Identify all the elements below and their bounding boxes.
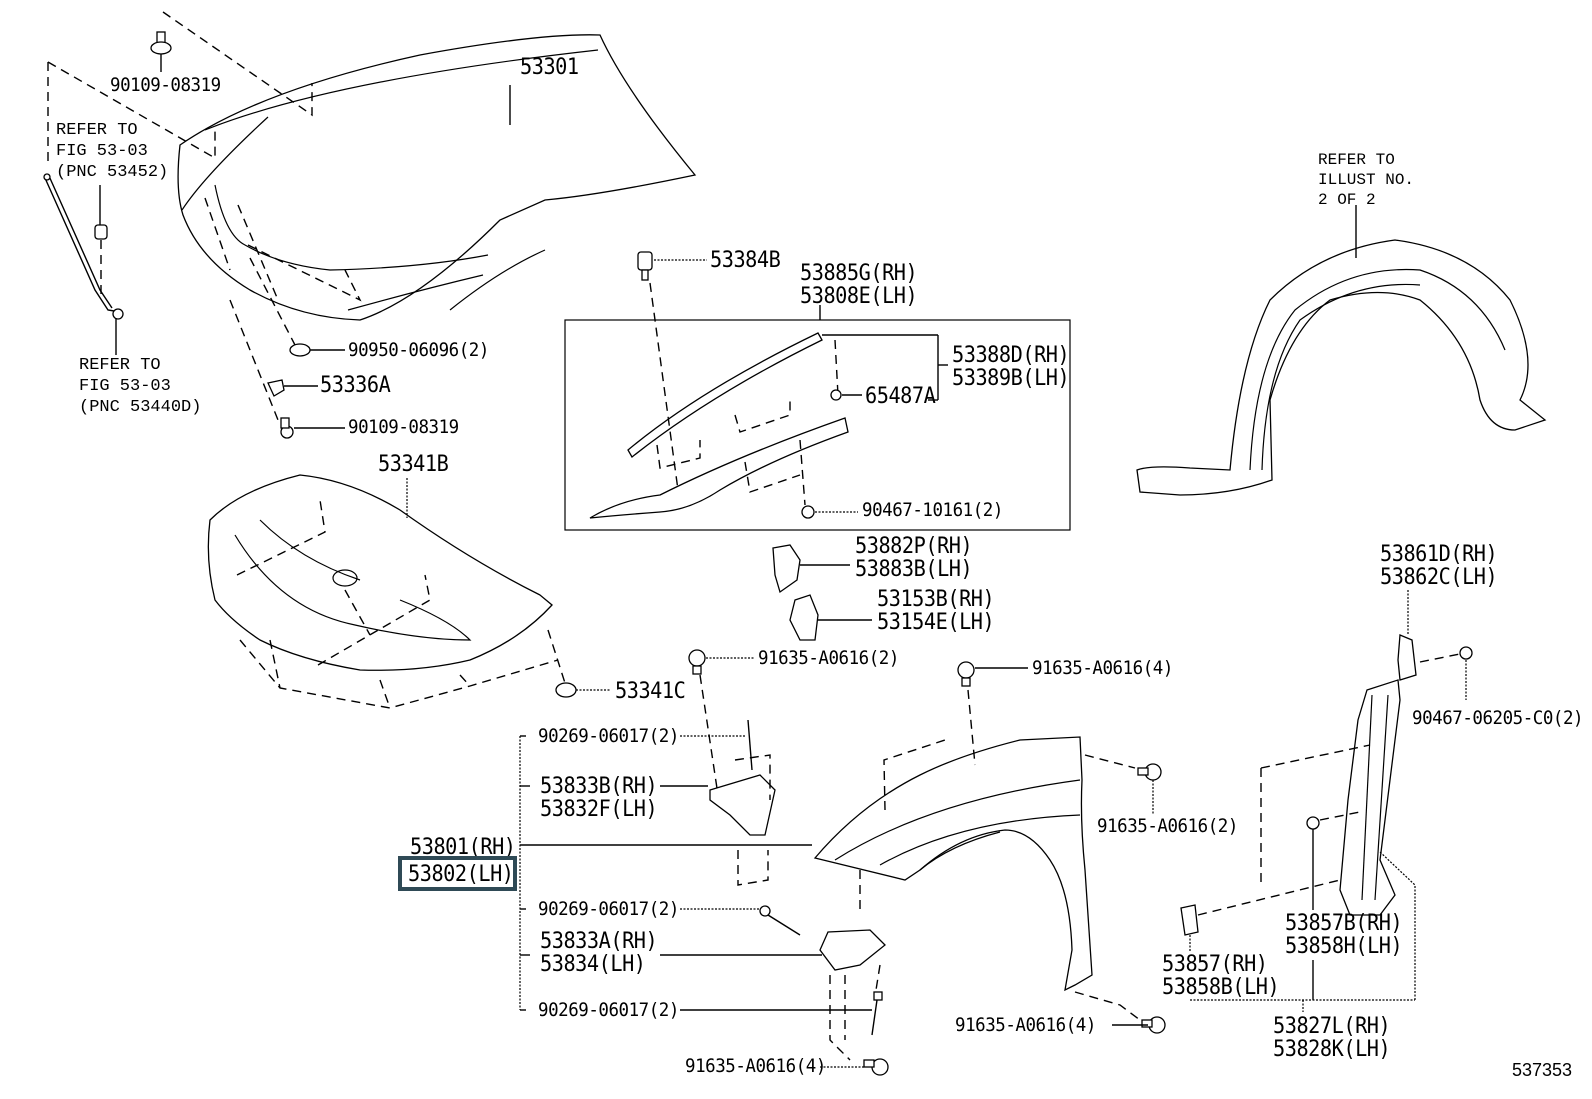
side-tape-label: 53857(RH) 53858B(LH) xyxy=(1162,953,1289,999)
fender-lh-highlight[interactable]: 53802(LH) xyxy=(398,856,517,891)
refer-upper-line-2: FIG 53-03 xyxy=(56,142,148,161)
fender-rh-label: 53801(RH) xyxy=(410,835,516,860)
pad-rh: 53153B(RH) xyxy=(877,587,995,612)
refer-lower-line-1: REFER TO xyxy=(79,356,161,375)
side-bracket-label: 53861D(RH) 53862C(LH) xyxy=(1380,543,1507,589)
plug-icon xyxy=(289,343,311,357)
side-plug-label: 53857B(RH) 53858H(LH) xyxy=(1285,912,1412,958)
liner-refer-line-1: REFER TO xyxy=(1318,151,1395,169)
side-seal-drawing xyxy=(1180,590,1473,1012)
clip-icon xyxy=(555,682,577,698)
bracket-upper-label: 53833B(RH) 53832F(LH) xyxy=(540,775,667,821)
liner-refer-line-3: 2 OF 2 xyxy=(1318,191,1376,209)
refer-upper-line-1: REFER TO xyxy=(56,121,138,140)
seal-rh: 53388D(RH) xyxy=(952,343,1070,368)
bolt-d-icon xyxy=(863,1058,889,1076)
seal-group-drawing xyxy=(564,251,1071,641)
fender-bolt-e-label: 91635-A0616(4) xyxy=(955,1014,1096,1036)
fender-lh-label: 53802(LH) xyxy=(408,862,514,887)
fender-drawing xyxy=(519,649,1166,1076)
insulator-clip-label: 53341C xyxy=(615,679,686,704)
side-assy-label: 53827L(RH) 53828K(LH) xyxy=(1273,1015,1400,1061)
side-tape-rh: 53857(RH) xyxy=(1162,952,1268,977)
bracket-upper-lh: 53832F(LH) xyxy=(540,797,658,822)
illustration-id: 537353 xyxy=(1512,1060,1573,1080)
bolt-b-icon xyxy=(957,661,975,687)
seal-icon xyxy=(1339,679,1401,916)
side-assy-lh: 53828K(LH) xyxy=(1273,1037,1391,1062)
refer-lower-note: REFER TO FIG 53-03 (PNC 53440D) xyxy=(79,355,201,418)
spacer-rh: 53882P(RH) xyxy=(855,534,973,559)
bracket-lower-label: 53833A(RH) 53834(LH) xyxy=(540,930,667,976)
refer-lower-line-2: FIG 53-03 xyxy=(79,377,171,396)
bolt-c-icon xyxy=(1137,763,1162,781)
refer-lower-line-3: (PNC 53440D) xyxy=(79,398,202,417)
clip-side-icon xyxy=(1459,646,1473,660)
refer-upper-note: REFER TO FIG 53-03 (PNC 53452) xyxy=(56,120,168,183)
pad-label: 53153B(RH) 53154E(LH) xyxy=(877,588,1004,634)
bracket-upper-icon xyxy=(709,774,776,836)
bracket-lower-lh: 53834(LH) xyxy=(540,952,646,977)
fender-liner-drawing xyxy=(1136,205,1547,496)
fender-bolt-c-label: 91635-A0616(2) xyxy=(1097,815,1238,837)
rivet-1-label: 90269-06017(2) xyxy=(538,725,679,747)
bolt-a-icon xyxy=(688,649,706,675)
hood-bolt-lower-label: 90109-08319 xyxy=(348,416,459,438)
hood-drawing xyxy=(43,11,697,439)
plug-side-icon xyxy=(1306,816,1320,830)
seal-assy-label: 53885G(RH) 53808E(LH) xyxy=(800,262,927,308)
seal-lh: 53389B(LH) xyxy=(952,366,1070,391)
clip-90467-label: 90467-10161(2) xyxy=(862,499,1003,521)
spacer-icon xyxy=(772,544,801,594)
tape-icon xyxy=(1180,904,1199,936)
spacer-lh: 53883B(LH) xyxy=(855,557,973,582)
side-tape-lh: 53858B(LH) xyxy=(1162,975,1280,1000)
insulator-drawing xyxy=(207,474,610,709)
side-plug-lh: 53858H(LH) xyxy=(1285,934,1403,959)
clip-65487a-icon xyxy=(830,389,842,401)
side-plug-rh: 53857B(RH) xyxy=(1285,911,1403,936)
pad-lh: 53154E(LH) xyxy=(877,610,995,635)
bracket-upper-rh: 53833B(RH) xyxy=(540,774,658,799)
side-bracket-rh: 53861D(RH) xyxy=(1380,542,1498,567)
refer-upper-line-3: (PNC 53452) xyxy=(56,163,169,182)
fender-bolt-a-label: 91635-A0616(2) xyxy=(758,647,899,669)
seal-assy-lh: 53808E(LH) xyxy=(800,284,918,309)
bracket-lower-rh: 53833A(RH) xyxy=(540,929,658,954)
side-bracket-icon xyxy=(1397,634,1417,681)
cushion-label: 53384B xyxy=(710,248,781,273)
rivet-3-label: 90269-06017(2) xyxy=(538,999,679,1021)
bolt-lower-icon xyxy=(280,417,294,439)
fender-bolt-d-label: 91635-A0616(4) xyxy=(685,1055,826,1077)
liner-refer-note: REFER TO ILLUST NO. 2 OF 2 xyxy=(1318,150,1414,210)
liner-refer-line-2: ILLUST NO. xyxy=(1318,171,1415,189)
fender-bolt-b-label: 91635-A0616(4) xyxy=(1032,657,1173,679)
seal-label: 53388D(RH) 53389B(LH) xyxy=(952,344,1079,390)
seal-assy-rh: 53885G(RH) xyxy=(800,261,918,286)
clip-65487a-label: 65487A xyxy=(865,384,936,409)
side-bracket-lh: 53862C(LH) xyxy=(1380,565,1498,590)
rivet-2-label: 90269-06017(2) xyxy=(538,898,679,920)
hood-part-label: 53301 xyxy=(520,55,579,80)
cushion-icon xyxy=(637,251,653,281)
hood-plug-label: 90950-06096(2) xyxy=(348,339,489,361)
spacer-label: 53882P(RH) 53883B(LH) xyxy=(855,535,982,581)
pad-icon xyxy=(789,594,819,641)
bolt-e-icon xyxy=(1141,1016,1166,1034)
insulator-part-label: 53341B xyxy=(378,452,449,477)
side-assy-rh: 53827L(RH) xyxy=(1273,1014,1391,1039)
hood-bolt-top-label: 90109-08319 xyxy=(110,74,221,96)
bracket-lower-icon xyxy=(819,929,886,971)
bracket-icon xyxy=(267,379,285,397)
clip-90467-icon xyxy=(801,505,815,519)
bolt-top-icon xyxy=(150,31,172,72)
side-clip-label: 90467-06205-C0(2) xyxy=(1412,707,1584,729)
hood-bracket-label: 53336A xyxy=(320,373,391,398)
